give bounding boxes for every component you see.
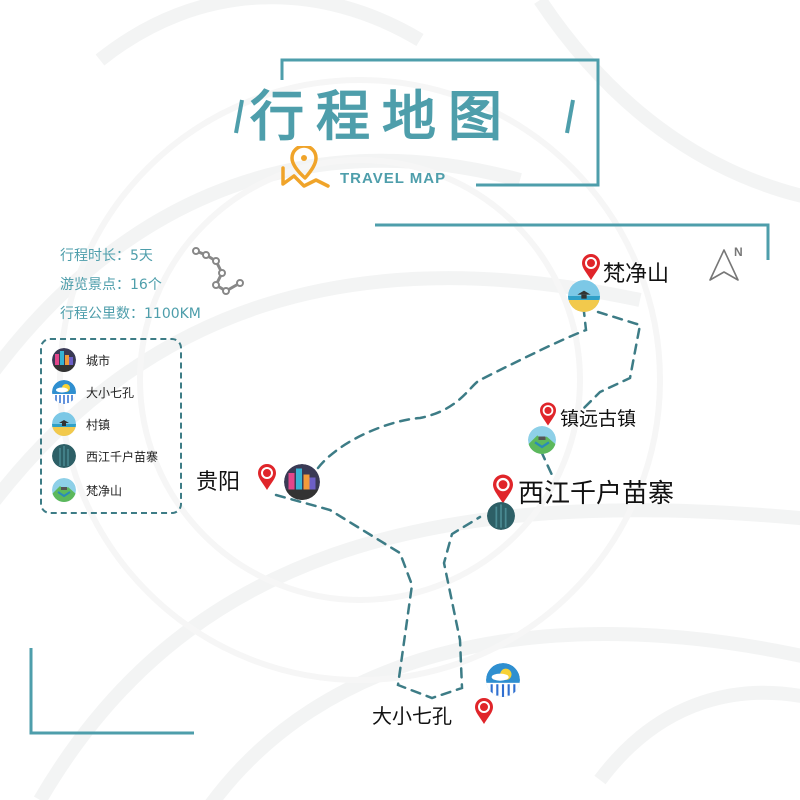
place-label-xijiang[interactable]: 西江千户苗寨 — [518, 479, 675, 509]
route-graph-icon — [192, 247, 244, 295]
city-icon — [52, 348, 76, 372]
town-icon — [52, 412, 76, 436]
location-pin-icon[interactable] — [540, 402, 556, 426]
compass-north-icon: N — [709, 245, 743, 281]
lake-icon — [486, 663, 520, 697]
legend-item-lake: 大小七孔 — [52, 380, 134, 404]
place-label-zhenyuan[interactable]: 镇远古镇 — [560, 408, 637, 430]
legend-item-town: 村镇 — [52, 412, 110, 436]
legend: 城市 大小七孔 村镇 西江千户苗寨 梵净山 — [40, 338, 182, 514]
place-label-guiyang[interactable]: 贵阳 — [196, 470, 241, 495]
location-pin-icon[interactable] — [582, 254, 600, 280]
miao-village-icon — [52, 444, 76, 468]
legend-item-city: 城市 — [52, 348, 110, 372]
town-icon — [568, 280, 600, 312]
legend-label: 村镇 — [86, 417, 111, 432]
legend-label: 西江千户苗寨 — [86, 449, 159, 464]
location-pin-icon[interactable] — [493, 474, 513, 504]
compass-label: N — [734, 245, 743, 259]
place-label-daxiaoqikong[interactable]: 大小七孔 — [372, 704, 452, 728]
page-title: 行程地图 — [250, 85, 514, 148]
legend-item-miao-village: 西江千户苗寨 — [52, 444, 158, 468]
stat-duration: 行程时长：5天 — [60, 248, 153, 264]
legend-label: 城市 — [86, 353, 111, 368]
stat-attractions: 游览景点：16个 — [60, 277, 162, 293]
legend-item-mountain: 梵净山 — [52, 478, 122, 502]
mountain-icon — [528, 426, 556, 454]
stat-distance: 行程公里数：1100KM — [60, 306, 201, 322]
mountain-icon — [52, 478, 76, 502]
city-icon — [284, 464, 320, 500]
page-subtitle: TRAVEL MAP — [340, 170, 447, 187]
lake-icon — [52, 380, 76, 404]
miao-village-icon — [487, 502, 515, 530]
location-pin-icon[interactable] — [258, 464, 276, 490]
location-map-icon — [281, 146, 330, 188]
location-pin-icon[interactable] — [475, 698, 493, 724]
place-label-fanjingshan[interactable]: 梵净山 — [603, 262, 670, 287]
legend-label: 大小七孔 — [86, 385, 135, 400]
legend-label: 梵净山 — [86, 483, 123, 498]
